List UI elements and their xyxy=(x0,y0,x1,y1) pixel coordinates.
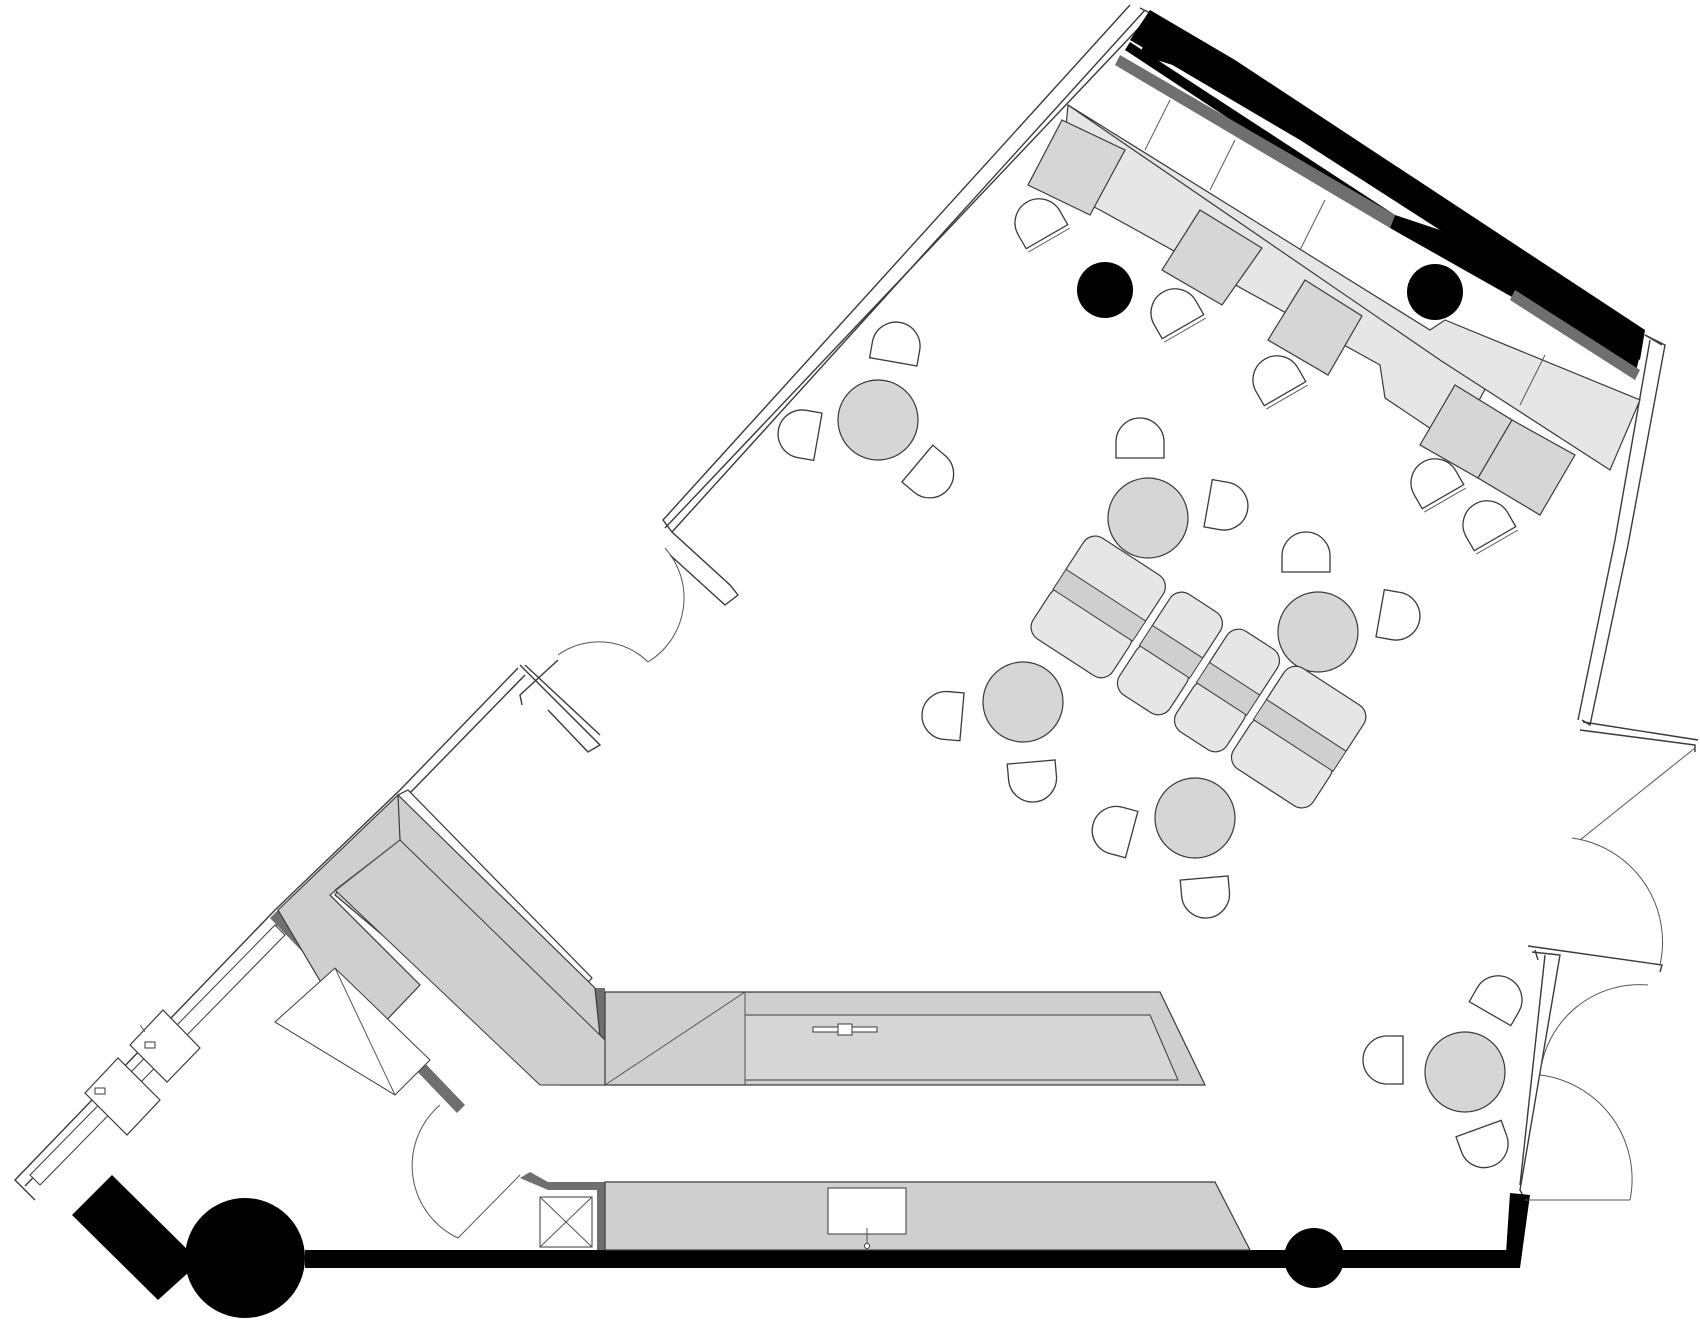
column-icon xyxy=(1077,262,1133,318)
square-tables xyxy=(1027,119,1576,516)
door-swing-icon xyxy=(411,1104,459,1239)
columns xyxy=(185,262,1463,1318)
service-counters xyxy=(274,793,1251,1251)
glazing-walls xyxy=(14,4,1699,1201)
chair-icon xyxy=(1281,531,1331,573)
chair-icon xyxy=(900,444,955,499)
chair-icon xyxy=(1410,458,1467,513)
solid-walls xyxy=(72,10,1645,1300)
round-table-icon xyxy=(837,379,919,461)
chair-icon xyxy=(1462,500,1519,555)
door-swing-icon xyxy=(457,1174,521,1239)
round-table-icon xyxy=(1154,777,1236,859)
chair-icon xyxy=(1006,759,1058,803)
chair-icon xyxy=(1252,355,1309,410)
round-table-icon xyxy=(982,661,1064,743)
door-swing-icon xyxy=(647,547,685,663)
square-table-icon xyxy=(1161,209,1263,306)
chair-icon xyxy=(1362,1035,1404,1085)
door-swing-icon xyxy=(1579,747,1696,841)
chair-icon xyxy=(1115,417,1165,459)
square-table-icon xyxy=(1267,279,1363,376)
door-swing-icon xyxy=(557,641,649,663)
chair-icon xyxy=(1203,478,1249,531)
sink-icon xyxy=(129,1009,201,1083)
column-icon xyxy=(1284,1228,1344,1288)
column-icon xyxy=(185,1198,305,1318)
round-table-icon xyxy=(1107,477,1189,559)
column-icon xyxy=(1407,264,1463,320)
round-tables xyxy=(837,379,1506,1113)
sink-icon xyxy=(84,1057,161,1136)
round-table-icon xyxy=(1277,591,1359,673)
chair-icon xyxy=(868,321,921,367)
chair-icon xyxy=(921,690,965,742)
door-swings xyxy=(411,547,1696,1239)
chair-icon xyxy=(1014,198,1071,253)
square-table-icon xyxy=(1027,119,1126,216)
door-swing-icon xyxy=(1539,1074,1633,1201)
chair-icon xyxy=(1468,975,1523,1027)
chairs xyxy=(777,198,1523,1169)
square-table-icon xyxy=(1477,419,1576,516)
chair-icon xyxy=(1455,1119,1509,1169)
kitchen xyxy=(29,924,286,1186)
chair-icon xyxy=(777,409,823,462)
chair-icon xyxy=(1375,588,1421,641)
round-table-icon xyxy=(1424,1031,1506,1113)
wall-bench xyxy=(1059,99,1641,471)
chair-icon xyxy=(1179,875,1231,919)
booth-cluster xyxy=(1030,535,1367,809)
chair-icon xyxy=(1091,805,1139,859)
door-swing-icon xyxy=(1539,984,1649,1076)
chair-icon xyxy=(1150,288,1207,343)
door-swing-icon xyxy=(1571,837,1664,966)
